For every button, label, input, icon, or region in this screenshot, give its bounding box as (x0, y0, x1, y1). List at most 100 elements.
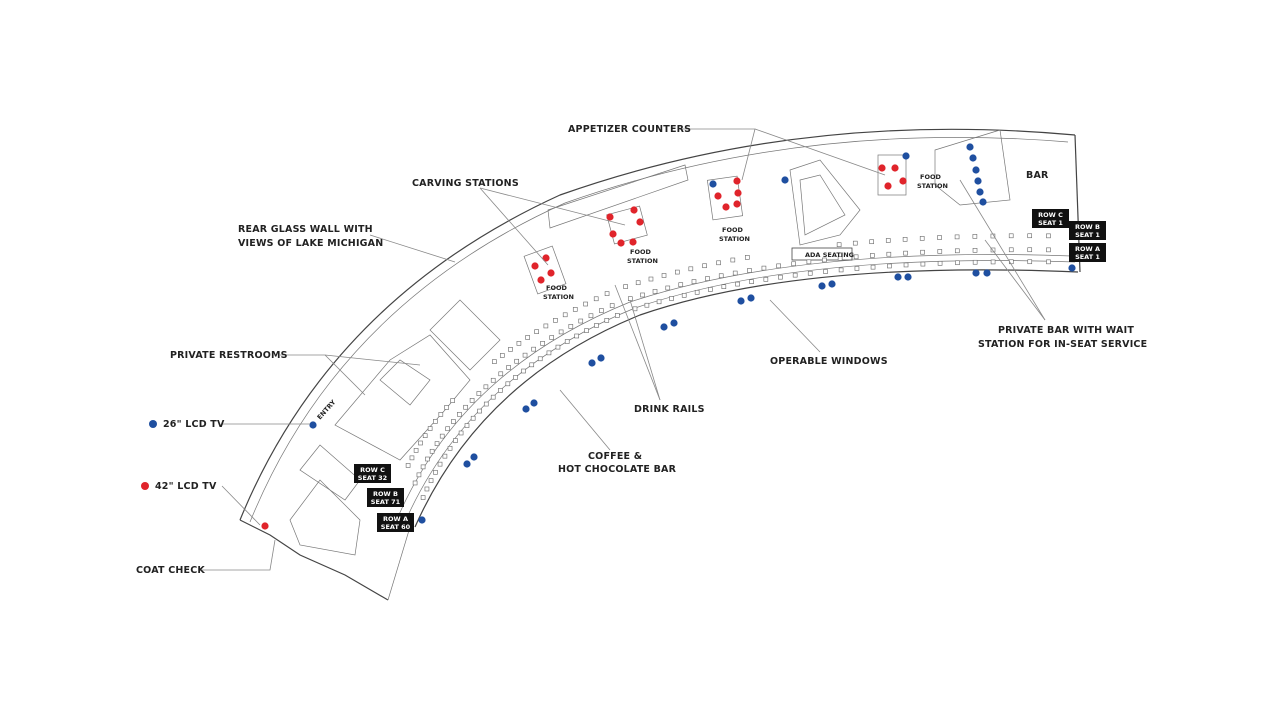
seat (558, 329, 564, 335)
seat (584, 328, 589, 333)
tv-26-marker (463, 460, 471, 468)
seat (604, 318, 610, 323)
seat (652, 289, 658, 294)
seat (823, 269, 828, 274)
seat (678, 282, 684, 287)
seat (640, 292, 645, 298)
label-private-restrooms: PRIVATE RESTROOMS (170, 350, 288, 361)
tv-42-marker (878, 164, 886, 172)
seat (669, 296, 674, 301)
label-rear-glass-wall-2: VIEWS OF LAKE MICHIGAN (238, 238, 383, 249)
seat (990, 247, 996, 253)
seat (425, 456, 430, 462)
seat (506, 365, 511, 370)
seating-rows (405, 233, 1051, 500)
seat (623, 284, 628, 289)
seat (1027, 247, 1033, 253)
label-private-bar-2: STATION FOR IN-SEAT SERVICE (978, 339, 1147, 350)
seat (886, 251, 892, 257)
tv-42-marker (636, 218, 644, 226)
ada-seating-box (791, 247, 853, 261)
tv-26-marker (828, 280, 836, 288)
tv-42-marker (629, 238, 637, 246)
seat (665, 285, 671, 291)
seat (564, 339, 570, 344)
seat (1027, 259, 1033, 265)
tv-42-marker (531, 262, 539, 270)
seat (438, 412, 444, 417)
seat (954, 248, 960, 254)
seat-tag-seat: SEAT 1 (1038, 219, 1063, 227)
seat-tag-row: ROW B (1075, 223, 1100, 231)
tv-26-marker (902, 152, 910, 160)
seat (537, 356, 543, 362)
seat (594, 323, 599, 328)
tv-42-marker (733, 200, 741, 208)
tv-26-marker (781, 176, 789, 184)
seat (439, 433, 445, 439)
seat (464, 423, 470, 428)
seat (599, 308, 604, 313)
seat (705, 276, 710, 281)
tv-26-marker (660, 323, 668, 331)
label-drink-rails: DRINK RAILS (634, 404, 705, 415)
seat (549, 335, 555, 340)
tv-26-marker (983, 269, 991, 277)
seat (972, 248, 978, 253)
seat (691, 279, 697, 284)
tv-26-marker (418, 516, 426, 524)
label-coat-check: COAT CHECK (136, 565, 205, 576)
seat (451, 419, 456, 424)
seat (498, 388, 503, 393)
seat (807, 270, 813, 276)
seat-tag-row: ROW A (1075, 245, 1100, 253)
seat (609, 303, 615, 308)
seat (476, 391, 482, 396)
seat-tag-row: ROW C (1038, 211, 1063, 219)
seat (553, 318, 558, 323)
seat (937, 235, 942, 240)
station-label: STATION (917, 182, 948, 190)
seat (453, 438, 458, 443)
label-rear-glass-wall-1: REAR GLASS WALL WITH (238, 224, 373, 235)
seat (543, 323, 549, 329)
seat (574, 333, 580, 339)
seat (420, 464, 426, 470)
tv-42-marker (733, 177, 741, 185)
seat-tag-row: ROW A (383, 515, 408, 523)
seat (568, 324, 574, 329)
tv-26-marker (974, 177, 982, 185)
seat (555, 344, 561, 350)
tv-26-marker (1068, 264, 1076, 272)
seat (447, 445, 453, 451)
seat (721, 284, 727, 289)
food-label: FOOD (630, 248, 651, 256)
seat (694, 289, 700, 295)
seat (469, 398, 475, 403)
seat (522, 352, 528, 358)
seat (681, 293, 687, 298)
seat (572, 307, 578, 312)
seat-tag-row: ROW C (360, 466, 385, 474)
tv-42-marker (542, 254, 550, 262)
station-label: STATION (543, 293, 574, 301)
seat (730, 257, 736, 263)
seat (937, 249, 943, 254)
seat (578, 318, 584, 324)
seat (583, 301, 588, 307)
seat (675, 269, 680, 275)
tv-42-marker (714, 192, 722, 200)
label-ada-seating: ADA SEATING (805, 251, 854, 259)
tv-26-marker (894, 273, 902, 281)
label-coffee-2: HOT CHOCOLATE BAR (558, 464, 677, 475)
seat (972, 259, 978, 265)
seat (716, 260, 721, 266)
seat (490, 394, 496, 400)
seat (422, 433, 428, 438)
label-carving-stations: CARVING STATIONS (412, 178, 519, 189)
seat (954, 234, 960, 240)
tv-42-marker (609, 230, 617, 238)
seat (615, 313, 620, 318)
tv-42-marker (261, 522, 269, 530)
legend-26-tv-dot (149, 420, 157, 428)
